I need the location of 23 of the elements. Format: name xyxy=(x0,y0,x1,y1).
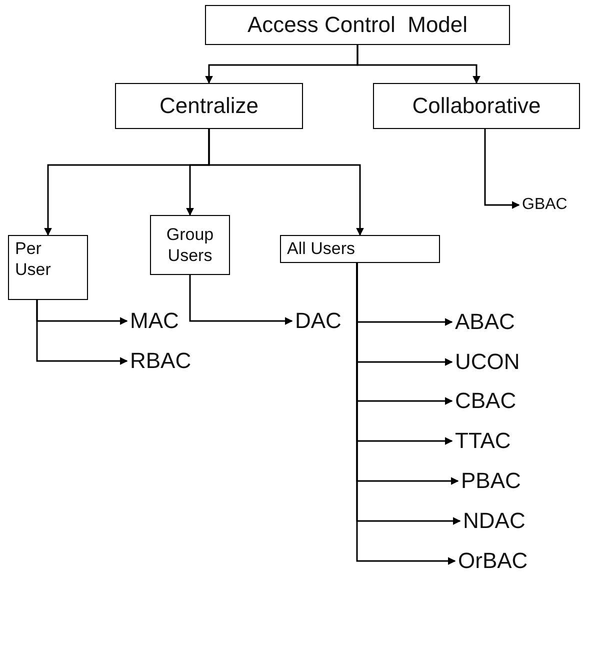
tree-box: Centralize xyxy=(115,83,303,129)
model-label: MAC xyxy=(130,306,190,336)
model-label: NDAC xyxy=(463,506,533,536)
model-label: RBAC xyxy=(130,346,200,376)
model-label: PBAC xyxy=(461,466,531,496)
model-label: TTAC xyxy=(455,426,525,456)
model-label: DAC xyxy=(295,306,355,336)
arrow xyxy=(484,129,520,209)
arrow xyxy=(189,275,293,325)
tree-box: Group Users xyxy=(150,215,230,275)
tree-box: All Users xyxy=(280,235,440,263)
model-label: CBAC xyxy=(455,386,525,416)
model-label: ABAC xyxy=(455,307,525,337)
model-label: OrBAC xyxy=(458,546,538,576)
arrow xyxy=(356,45,480,84)
arrow xyxy=(208,129,364,236)
model-label: GBAC xyxy=(522,192,582,218)
model-label: UCON xyxy=(455,347,525,377)
arrow xyxy=(36,300,128,365)
tree-box: Access Control Model xyxy=(205,5,510,45)
tree-box: Per User xyxy=(8,235,88,300)
tree-box: Collaborative xyxy=(373,83,580,129)
arrow xyxy=(356,263,456,565)
